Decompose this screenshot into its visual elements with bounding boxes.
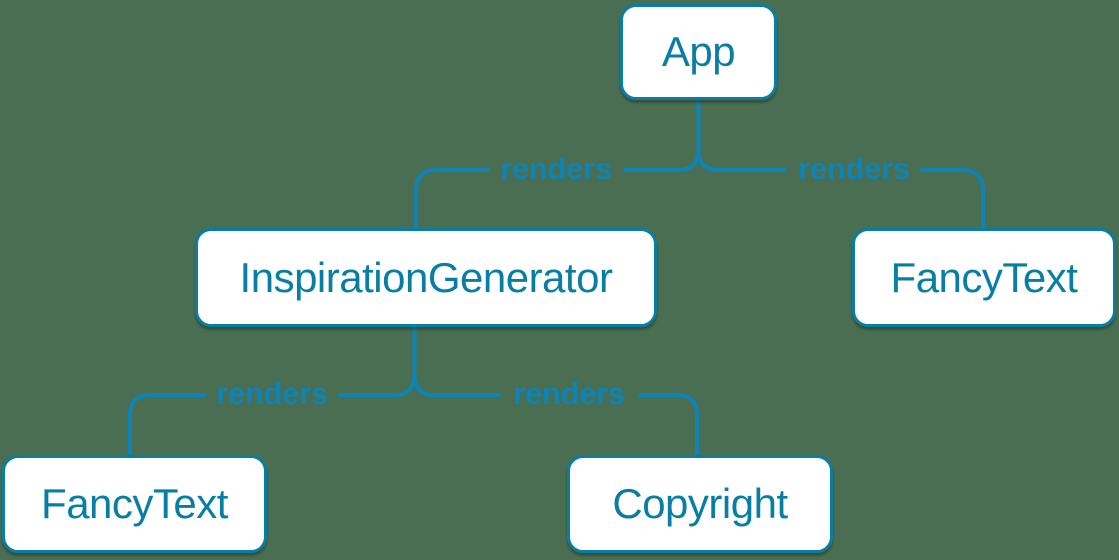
edge-label-renders: renders [216,376,328,411]
node-inspiration-generator: InspirationGenerator [195,228,657,327]
node-copyright: Copyright [567,455,833,553]
edge-label-renders: renders [798,151,910,186]
node-fancy-text-bottom-label: FancyText [41,480,228,527]
node-copyright-label: Copyright [612,480,788,527]
node-app: App [620,4,777,100]
edge-app-to-inspirationgenerator-left-segment [623,98,701,172]
edge-app-to-fancytext-right-segment [696,148,787,172]
edge-inspirationgenerator-to-copyright-elbow [638,393,699,457]
node-inspiration-generator-label: InspirationGenerator [239,253,613,301]
node-app-label: App [661,28,736,75]
edge-app-to-inspirationgenerator-elbow [414,168,490,230]
edge-inspirationgenerator-to-fancytext-left-segment [338,325,417,397]
node-fancy-text-top-label: FancyText [890,253,1078,301]
edge-inspirationgenerator-to-copyright-right-segment [412,373,501,397]
edge-label-renders: renders [513,376,625,411]
node-fancy-text-top: FancyText [852,228,1116,327]
node-fancy-text-bottom: FancyText [2,455,267,553]
edge-label-renders: renders [500,151,612,186]
edge-inspirationgenerator-to-fancytext-elbow [128,393,207,457]
edge-app-to-fancytext-elbow [920,168,985,230]
